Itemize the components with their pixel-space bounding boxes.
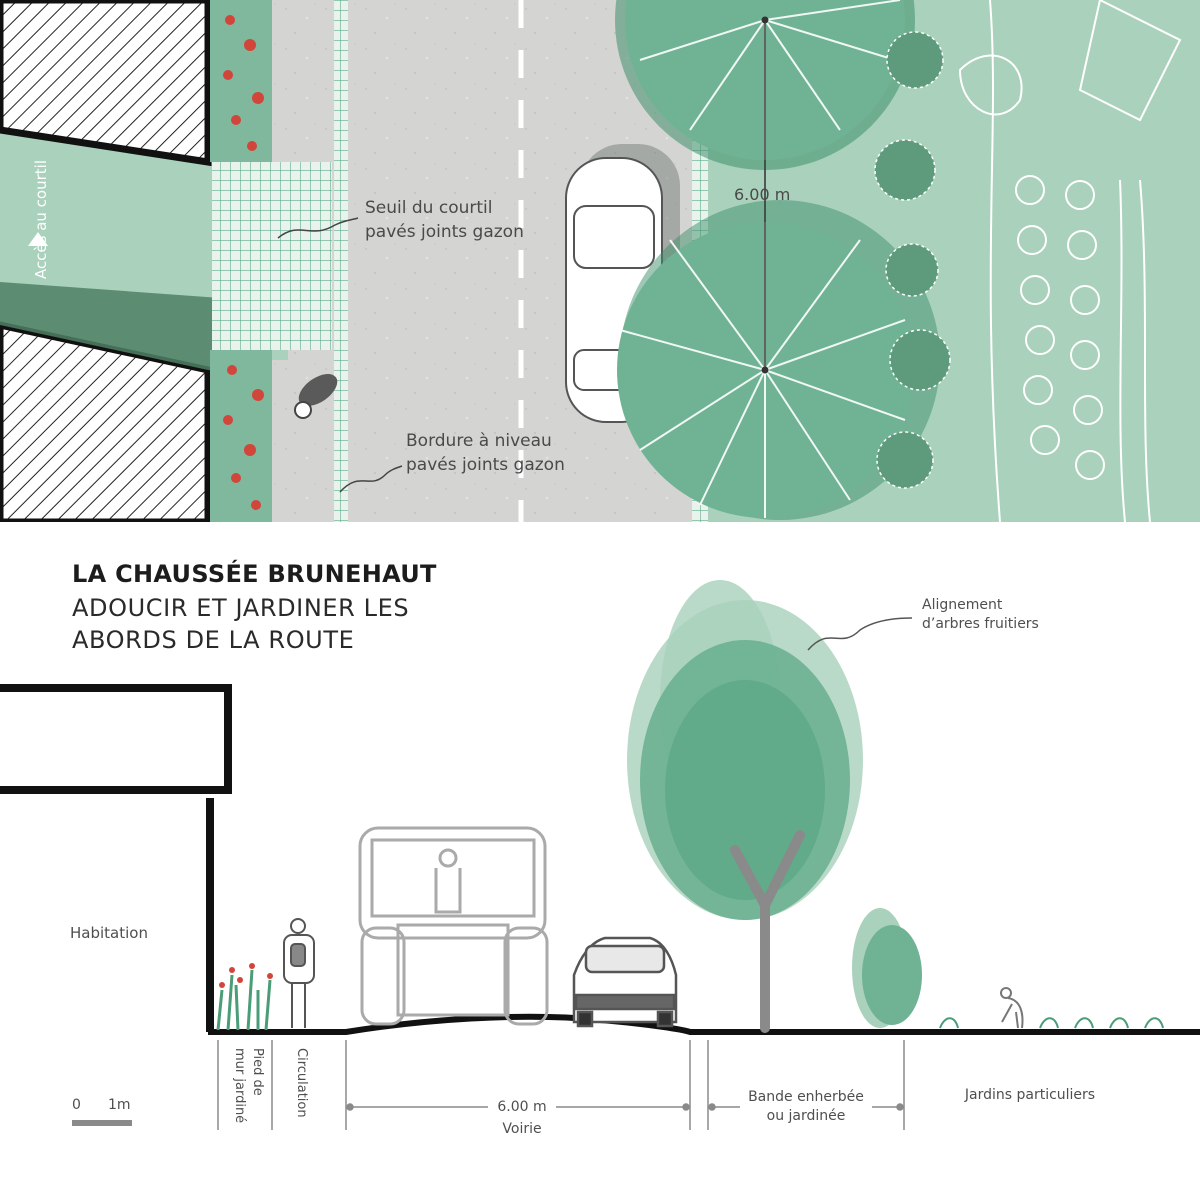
building-shadow	[0, 282, 248, 375]
red-flowers	[223, 15, 264, 510]
habitation-label: Habitation	[70, 924, 148, 942]
car-section	[572, 936, 678, 1028]
plan-view	[0, 0, 1200, 522]
subtitle-line2: ABORDS DE LA ROUTE	[72, 626, 355, 654]
pied-label-line1: Pied de	[250, 1048, 265, 1096]
subtitle-line1: ADOUCIR ET JARDINER LES	[72, 594, 410, 622]
bordure-leader	[339, 465, 403, 493]
wall-foot-plants	[216, 963, 273, 1031]
page-title: LA CHAUSSÉE BRUNEHAUT	[72, 560, 437, 588]
flower-bed-top	[210, 0, 272, 162]
pedestrian-section	[283, 918, 315, 1028]
voirie-label: Voirie	[502, 1121, 542, 1137]
circulation-label: Circulation	[294, 1048, 309, 1118]
alignement-label-line2: d’arbres fruitiers	[922, 616, 1039, 632]
fruit-tree	[627, 580, 863, 1033]
voirie-width-label: 6.00 m	[497, 1099, 547, 1115]
bordure-label-line1: Bordure à niveau	[406, 431, 552, 451]
seuil-label-line2: pavés joints gazon	[365, 222, 524, 242]
seuil-leader	[277, 217, 359, 239]
bande-label-line2: ou jardinée	[766, 1108, 846, 1124]
bande-label-line1: Bande enherbée	[748, 1089, 864, 1105]
jardins-label: Jardins particuliers	[964, 1087, 1096, 1103]
tractor-section	[358, 826, 549, 1026]
voirie-dimension-line	[346, 1103, 904, 1111]
section-view	[0, 580, 1200, 1130]
pedestrian-top-view	[294, 374, 338, 419]
gardener-section	[1000, 987, 1024, 1029]
hedge-shrubs	[874, 31, 951, 489]
footpath-surface	[272, 0, 334, 170]
scale-bar	[72, 1120, 132, 1126]
pied-label-line2: mur jardiné	[232, 1048, 247, 1124]
garden-plots	[958, 0, 1182, 522]
bordure-label-line2: pavés joints gazon	[406, 455, 565, 475]
access-label: Accès au courtil	[32, 160, 50, 280]
seuil-label-line1: Seuil du courtil	[365, 198, 493, 218]
plan-road-width: 6.00 m	[734, 185, 791, 204]
seuil-pavers	[212, 162, 332, 350]
shrub-section	[852, 908, 922, 1028]
access-arrow-icon	[28, 232, 48, 246]
alignement-leader	[807, 617, 913, 651]
scale-zero-label: 0	[72, 1097, 81, 1113]
flower-bed-bottom	[210, 350, 272, 522]
building-top	[0, 0, 212, 167]
ground-line	[208, 1013, 1200, 1035]
building-section	[0, 684, 232, 1032]
bordure-pavers-left	[334, 0, 348, 522]
alignement-label-line1: Alignement	[922, 597, 1003, 613]
section-separators	[217, 1040, 905, 1130]
garden-row-plants	[939, 1017, 1164, 1029]
scale-one-label: 1m	[108, 1097, 131, 1113]
